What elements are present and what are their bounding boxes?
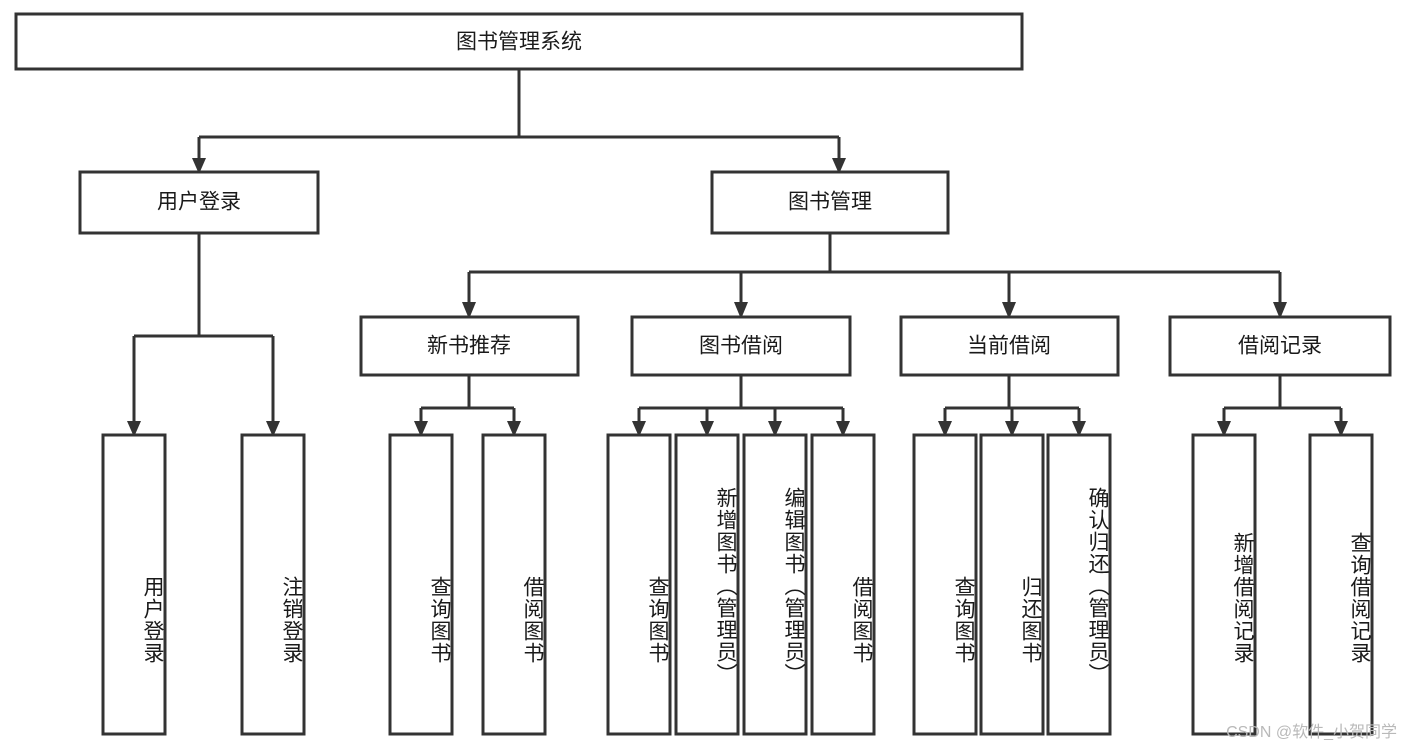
node-leaf-query-book-3-box[interactable] — [912, 433, 978, 736]
node-user-login[interactable]: 用户登录 — [78, 170, 320, 235]
node-book-manage[interactable]: 图书管理 — [710, 170, 950, 235]
node-new-book-recommend-label: 新书推荐 — [427, 335, 511, 358]
node-leaf-borrow-book-2-label: 借阅图书 — [850, 576, 873, 664]
node-leaf-query-record-box[interactable] — [1308, 433, 1374, 736]
node-book-manage-box[interactable] — [710, 170, 950, 235]
arrowhead-borrow-record — [1273, 302, 1287, 319]
connector-book-borrow-bus — [637, 375, 845, 423]
node-leaf-logout-login-label: 注销登录 — [280, 576, 303, 664]
arrowhead-leaf-edit-book — [768, 421, 782, 437]
node-leaf-user-login-label: 用户登录 — [141, 576, 164, 664]
node-leaf-query-book-1-label: 查询图书 — [428, 576, 451, 664]
arrowhead-user-login — [192, 158, 206, 174]
arrowhead-leaf-logout-login — [266, 421, 280, 437]
arrowhead-leaf-user-login — [127, 421, 141, 437]
arrowhead-leaf-query-book-1 — [414, 421, 428, 437]
node-leaf-edit-book-label: 编辑图书（管理员） — [782, 486, 805, 685]
connector-root-bus — [197, 69, 841, 160]
node-leaf-return-book-label: 归还图书 — [1019, 576, 1042, 664]
node-root-label: 图书管理系统 — [456, 31, 582, 54]
node-borrow-record-label: 借阅记录 — [1238, 335, 1322, 358]
node-borrow-record-box[interactable] — [1168, 315, 1392, 377]
connector-user-login-bus — [132, 233, 275, 423]
node-leaf-logout-login-box[interactable] — [240, 433, 306, 736]
node-book-manage-label: 图书管理 — [788, 191, 872, 214]
node-leaf-add-book-box[interactable] — [674, 433, 740, 736]
node-leaf-add-record-label: 新增借阅记录 — [1231, 531, 1254, 664]
arrowhead-current-borrow — [1002, 302, 1016, 319]
arrowhead-leaf-query-book-2 — [632, 421, 646, 437]
node-current-borrow[interactable]: 当前借阅 — [899, 315, 1120, 377]
node-root-box[interactable] — [14, 12, 1024, 71]
node-current-borrow-label: 当前借阅 — [967, 335, 1051, 358]
node-leaf-query-book-3-label: 查询图书 — [952, 576, 975, 664]
node-leaf-query-book-2-box[interactable] — [606, 433, 672, 736]
node-leaf-edit-book-box[interactable] — [742, 433, 808, 736]
connector-book-manage-bus — [467, 233, 1282, 304]
node-leaf-add-record-box[interactable] — [1191, 433, 1257, 736]
arrowhead-leaf-confirm-return — [1072, 421, 1086, 437]
node-leaf-user-login-box[interactable] — [101, 433, 167, 736]
node-leaf-add-book-label: 新增图书（管理员） — [714, 486, 737, 685]
node-leaf-borrow-book-2-box[interactable] — [810, 433, 876, 736]
arrowhead-new-book-recommend — [462, 302, 476, 319]
node-leaf-confirm-return-label: 确认归还（管理员） — [1086, 486, 1109, 685]
connector-current-borrow-bus — [943, 375, 1081, 423]
node-leaf-return-book-box[interactable] — [979, 433, 1045, 736]
node-current-borrow-box[interactable] — [899, 315, 1120, 377]
node-leaf-borrow-book-1-label: 借阅图书 — [521, 576, 544, 664]
node-leaf-confirm-return-box[interactable] — [1046, 433, 1112, 736]
node-root[interactable]: 图书管理系统 — [14, 12, 1024, 71]
connector-group — [127, 69, 1348, 437]
node-leaf-query-record-label: 查询借阅记录 — [1348, 531, 1371, 664]
node-new-book-recommend-box[interactable] — [359, 315, 580, 377]
node-book-borrow[interactable]: 图书借阅 — [630, 315, 852, 377]
arrowhead-leaf-return-book — [1005, 421, 1019, 437]
connector-borrow-record-bus — [1222, 375, 1343, 423]
arrowhead-leaf-borrow-book-1 — [507, 421, 521, 437]
arrowhead-leaf-add-record — [1217, 421, 1231, 437]
node-user-login-box[interactable] — [78, 170, 320, 235]
arrowhead-leaf-query-book-3 — [938, 421, 952, 437]
node-borrow-record[interactable]: 借阅记录 — [1168, 315, 1392, 377]
arrowhead-leaf-add-book — [700, 421, 714, 437]
arrowhead-leaf-borrow-book-2 — [836, 421, 850, 437]
node-new-book-recommend[interactable]: 新书推荐 — [359, 315, 580, 377]
node-leaf-borrow-book-1-box[interactable] — [481, 433, 547, 736]
arrowhead-book-borrow — [734, 302, 748, 319]
arrowhead-leaf-query-record — [1334, 421, 1348, 437]
node-book-borrow-label: 图书借阅 — [699, 335, 783, 358]
node-leaf-query-book-1-box[interactable] — [388, 433, 454, 736]
arrowhead-book-manage — [832, 158, 846, 174]
csdn-watermark: CSDN @软件_小贺同学 — [1226, 724, 1397, 741]
connector-new-book-recommend-bus — [419, 375, 516, 423]
node-book-borrow-box[interactable] — [630, 315, 852, 377]
node-leaf-query-book-2-label: 查询图书 — [646, 576, 669, 664]
leaf-node-boxes — [101, 433, 1374, 736]
node-user-login-label: 用户登录 — [157, 191, 241, 214]
